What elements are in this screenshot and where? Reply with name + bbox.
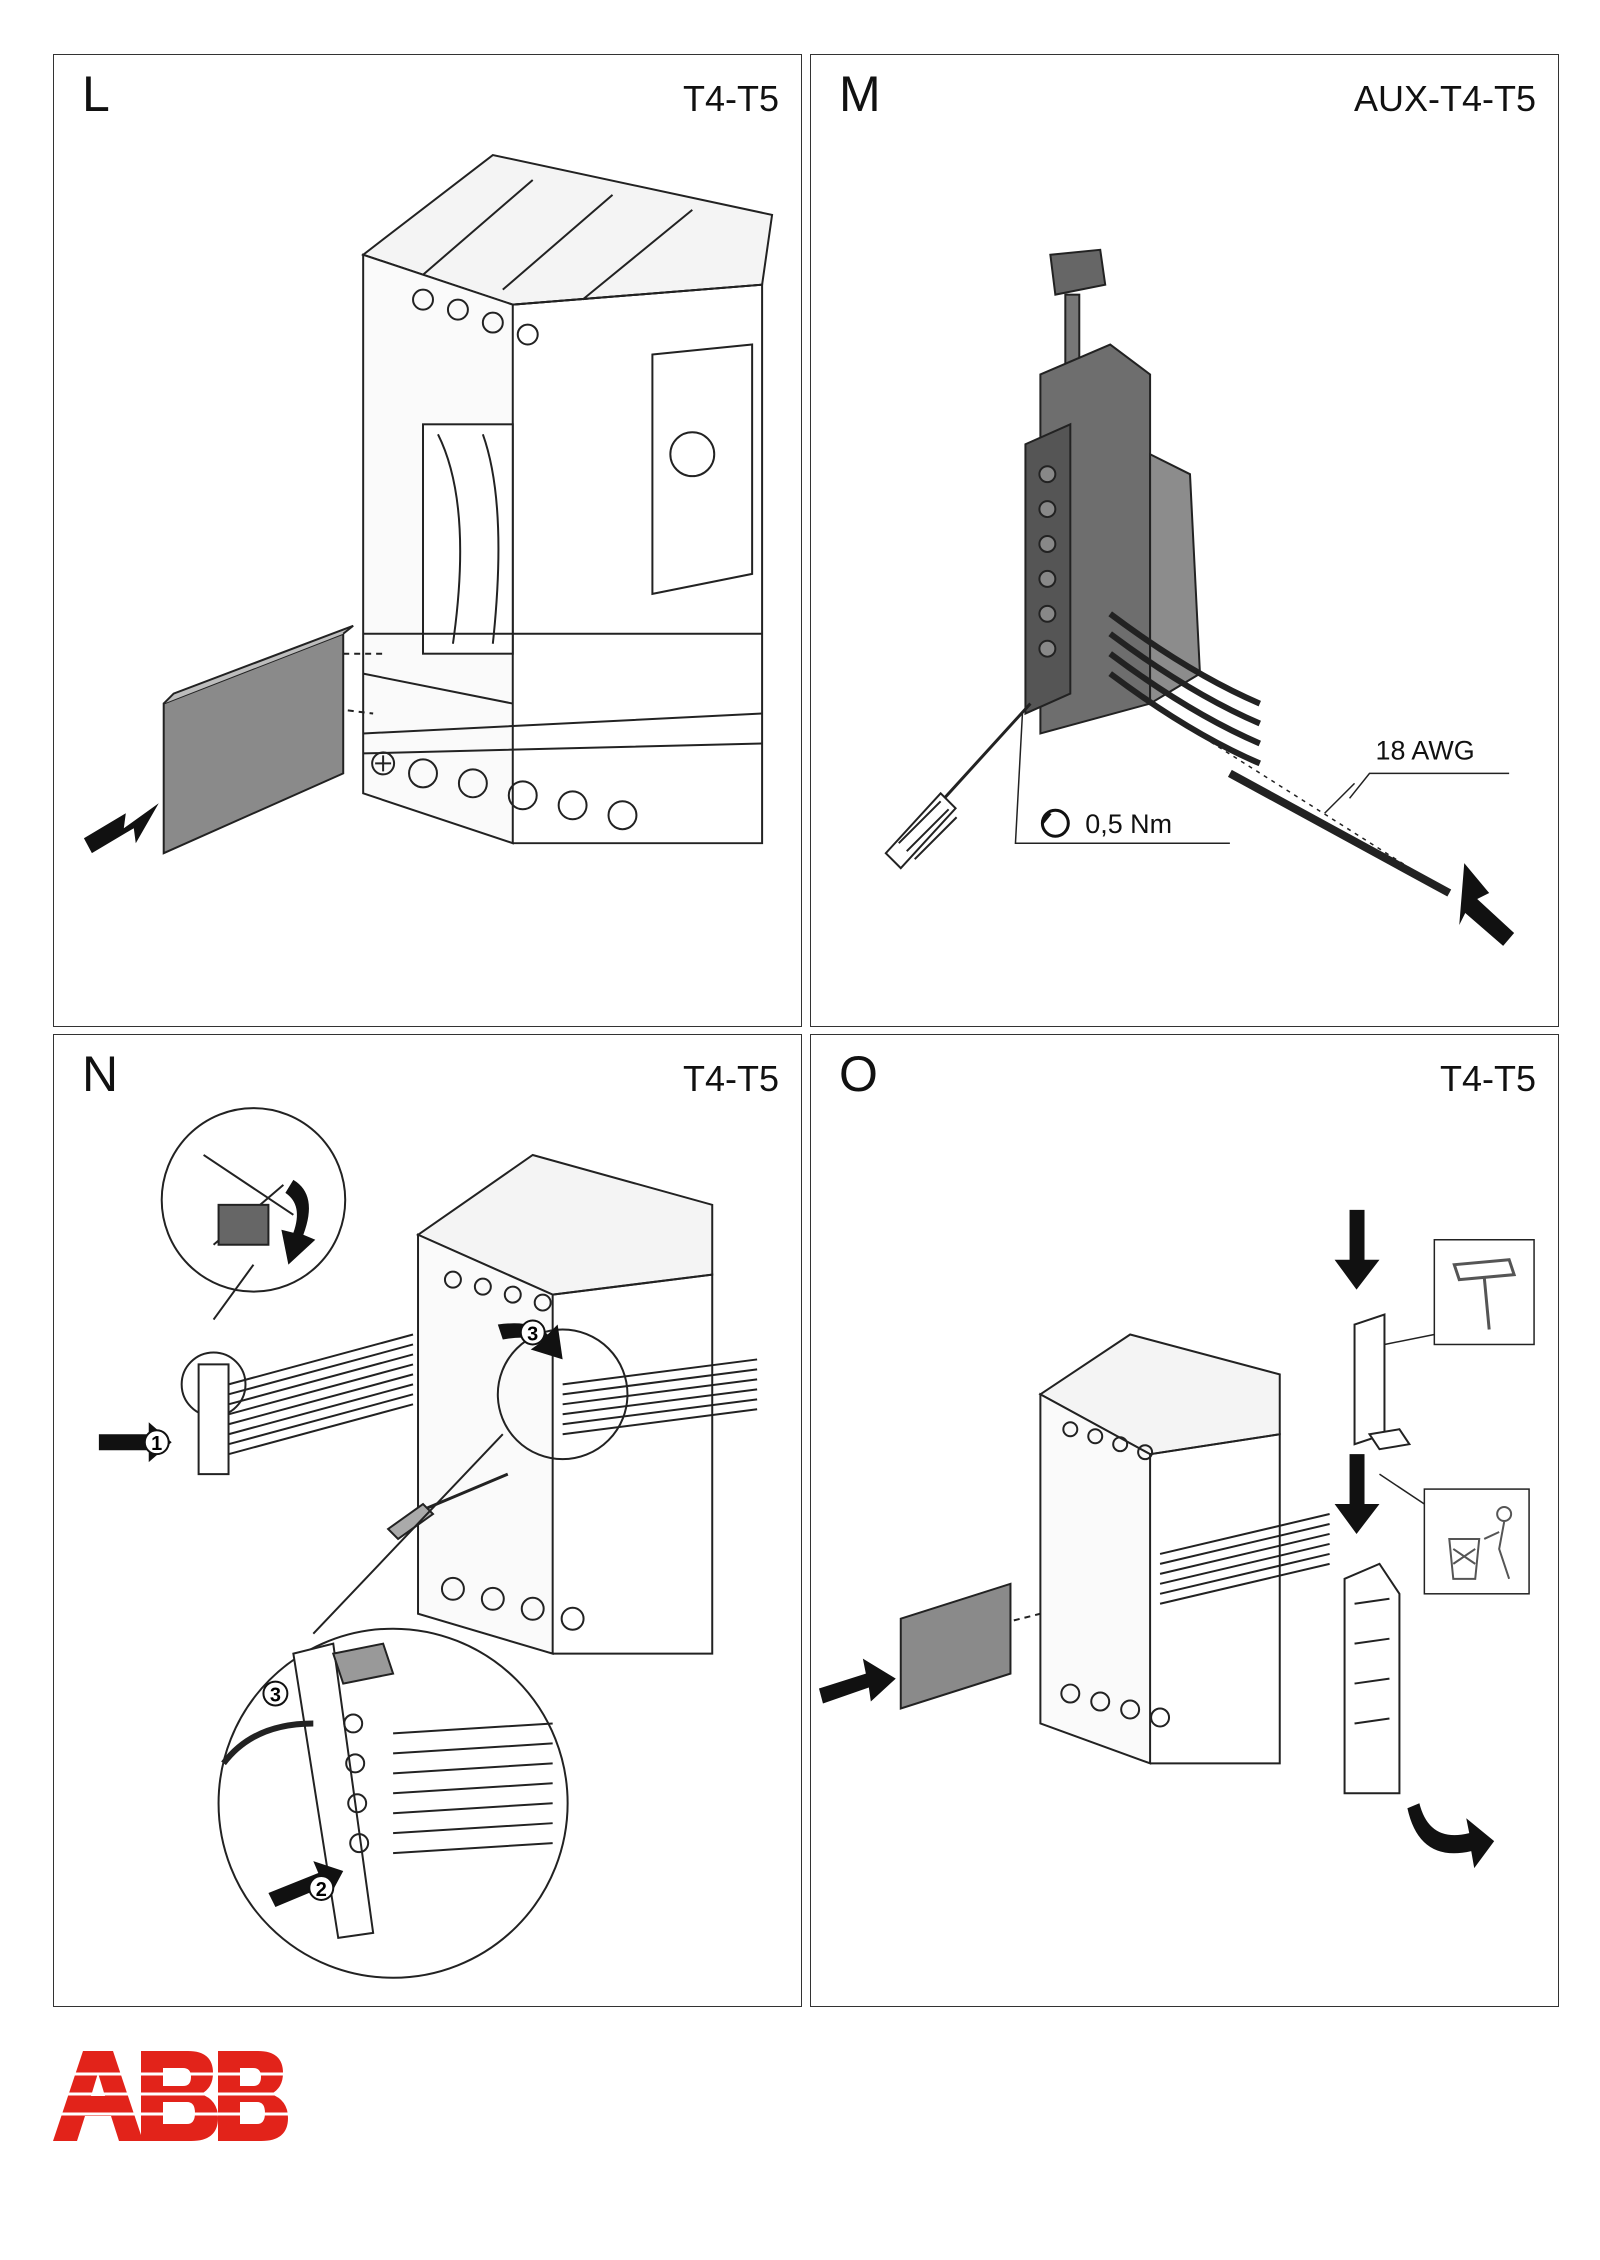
- breaker-illustration: [83, 153, 774, 855]
- panel-letter: O: [839, 1046, 878, 1102]
- panel-model: T4-T5: [682, 1058, 779, 1099]
- step-badge: 1: [143, 1429, 170, 1455]
- arrow-icon: [268, 1861, 344, 1907]
- arrow-icon: [1334, 1209, 1380, 1290]
- abb-logo: [53, 2051, 293, 2141]
- panel-l: L T4-T5: [53, 54, 802, 1027]
- svg-text:1: 1: [151, 1433, 162, 1455]
- aux-contact-illustration: 0,5 Nm 18 AWG: [884, 248, 1515, 946]
- torque-icon: [1040, 808, 1070, 838]
- panel-o: O T4-T5: [810, 1034, 1559, 2007]
- step-badge: 3: [519, 1319, 546, 1345]
- arrow-icon: [281, 1179, 316, 1265]
- hammer-icon: [1452, 1258, 1517, 1330]
- svg-text:2: 2: [316, 1879, 327, 1901]
- wire-gauge-label: 18 AWG: [1375, 735, 1474, 765]
- panel-letter: M: [839, 66, 881, 122]
- panel-model: T4-T5: [1439, 1058, 1536, 1099]
- arrow-icon: [497, 1323, 563, 1360]
- panel-model: AUX-T4-T5: [1353, 78, 1536, 119]
- panel-letter: N: [82, 1046, 119, 1102]
- panel-model: T4-T5: [682, 78, 779, 119]
- arrow-icon: [1459, 863, 1515, 946]
- arrow-icon: [818, 1658, 896, 1704]
- svg-text:3: 3: [270, 1685, 281, 1707]
- panel-letter: L: [82, 66, 110, 122]
- wiring-illustration: 1 3 3 2: [98, 1107, 758, 1979]
- arrow-icon: [1334, 1454, 1380, 1534]
- recycle-bin-icon: [1448, 1506, 1513, 1580]
- arrow-icon: [1407, 1803, 1495, 1869]
- step-badge: 2: [308, 1875, 335, 1901]
- cover-plate: [899, 1582, 1012, 1710]
- abb-logo-mark: [53, 2051, 293, 2141]
- arrow-icon: [83, 803, 159, 854]
- cover-replacement-illustration: [818, 1209, 1535, 1869]
- step-badge: 3: [262, 1680, 289, 1707]
- svg-text:3: 3: [527, 1323, 538, 1345]
- panel-m: M AUX-T4-T5: [810, 54, 1559, 1027]
- torque-label: 0,5 Nm: [1085, 809, 1172, 839]
- panel-n: N T4-T5: [53, 1034, 802, 2007]
